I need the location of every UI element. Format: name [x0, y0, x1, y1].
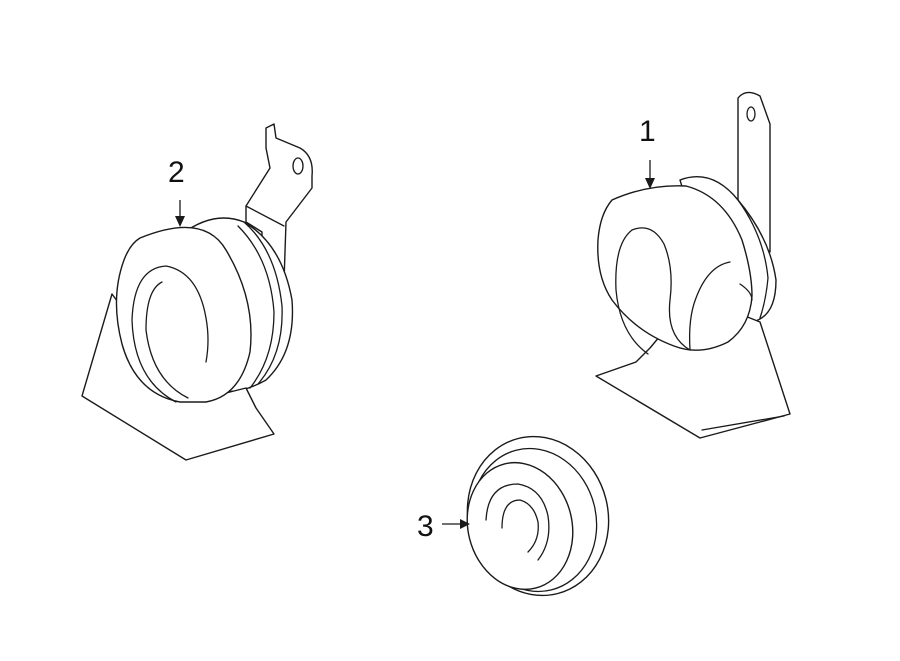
callout-3: 3	[417, 510, 470, 543]
horn-2-spiral	[131, 265, 209, 403]
horn-part-1	[595, 91, 791, 439]
horn-3-inner-ring	[485, 483, 550, 561]
horn-1-spiral	[615, 227, 691, 355]
callout-3-label: 3	[417, 510, 434, 543]
horn-part-2	[81, 123, 313, 461]
callout-2-arrowhead	[175, 216, 185, 227]
horn-2-bracket-hole	[292, 157, 304, 175]
callout-2-label: 2	[168, 156, 185, 189]
horn-1-bracket-hole	[746, 106, 756, 122]
callout-1-arrowhead	[645, 178, 655, 189]
callout-2: 2	[168, 156, 185, 227]
callout-1-label: 1	[639, 115, 656, 148]
callout-1: 1	[639, 115, 656, 189]
callout-3-arrowhead	[460, 519, 470, 529]
horn-1-front-dome	[597, 185, 753, 351]
horn-part-3	[466, 435, 610, 597]
